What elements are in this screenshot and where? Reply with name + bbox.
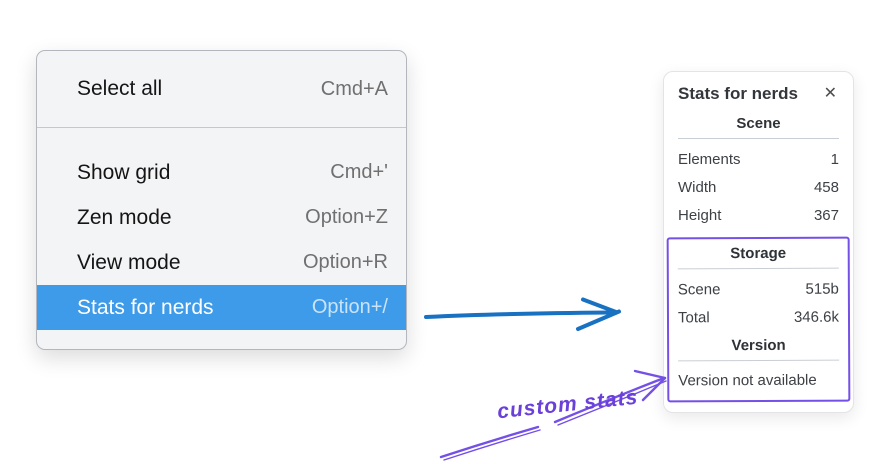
menu-item-shortcut: Cmd+' [330, 161, 388, 183]
stat-value: 1 [830, 150, 839, 168]
menu-item-shortcut: Option+R [302, 251, 388, 273]
stat-row-width: Width 458 [676, 173, 841, 201]
close-icon[interactable]: ✕ [823, 85, 837, 102]
stat-row-total: Total 346.6k [676, 303, 841, 332]
divider [677, 267, 839, 270]
stats-panel: Stats for nerds ✕ Scene Elements 1 Width… [663, 71, 854, 413]
menu-divider [37, 127, 406, 128]
menu-item-label: Stats for nerds [77, 295, 214, 319]
menu-item-label: View mode [77, 250, 181, 274]
menu-item-show-grid[interactable]: Show grid Cmd+' [37, 150, 406, 195]
stat-label: Width [678, 178, 717, 196]
menu-section-bottom: Show grid Cmd+' Zen mode Option+Z View m… [37, 128, 406, 349]
context-menu: Select all Cmd+A Show grid Cmd+' Zen mod… [36, 50, 407, 350]
menu-item-label: Select all [77, 77, 163, 100]
scene-section: Scene Elements 1 Width 458 Height 367 [676, 115, 841, 229]
menu-section-top: Select all Cmd+A [37, 51, 406, 127]
menu-item-label: Zen mode [77, 205, 172, 229]
custom-stats-annotation-box: Storage Scene 515b Total 346.6k Version … [666, 236, 851, 403]
divider [678, 359, 840, 362]
blue-arrow [424, 297, 621, 331]
menu-item-shortcut: Option+/ [311, 296, 388, 318]
scene-heading: Scene [736, 115, 781, 132]
stat-value: 515b [805, 280, 839, 298]
menu-item-stats-for-nerds[interactable]: Stats for nerds Option+/ [37, 285, 406, 330]
custom-stats-label: custom stats [496, 385, 640, 424]
stat-row-height: Height 367 [676, 201, 841, 229]
stats-panel-title: Stats for nerds [678, 84, 798, 103]
storage-section: Storage Scene 515b Total 346.6k [676, 245, 841, 332]
version-note: Version not available [678, 371, 817, 390]
menu-item-view-mode[interactable]: View mode Option+R [37, 240, 406, 285]
stat-label: Elements [678, 150, 741, 168]
stat-value: 367 [813, 206, 839, 224]
menu-item-zen-mode[interactable]: Zen mode Option+Z [37, 195, 406, 240]
stat-label: Total [677, 308, 710, 326]
menu-item-label: Show grid [77, 160, 171, 184]
storage-heading: Storage [730, 244, 787, 263]
stat-row-scene: Scene 515b [676, 275, 841, 304]
menu-item-select-all[interactable]: Select all Cmd+A [37, 67, 406, 111]
stat-label: Scene [677, 280, 721, 298]
menu-item-shortcut: Option+Z [305, 206, 388, 228]
version-heading: Version [731, 336, 786, 355]
stat-label: Height [678, 206, 722, 224]
stat-row-elements: Elements 1 [676, 145, 841, 173]
divider [678, 138, 839, 139]
version-section: Version Version not available [676, 337, 841, 395]
stat-value: 458 [813, 178, 839, 196]
menu-item-shortcut: Cmd+A [320, 77, 388, 100]
stats-panel-header: Stats for nerds ✕ [676, 84, 841, 104]
stat-value: 346.6k [793, 308, 840, 326]
